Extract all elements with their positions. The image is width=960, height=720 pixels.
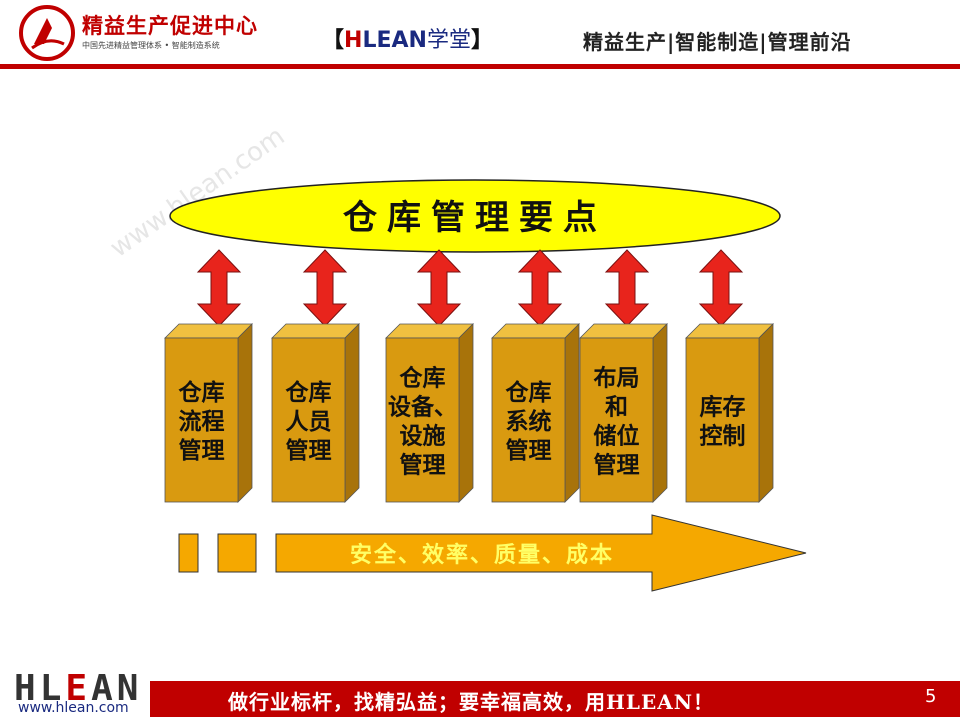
tag-lean: LEAN — [362, 28, 427, 53]
brand-logo-icon — [19, 5, 75, 61]
box-top-face — [579, 323, 668, 339]
box-label-line: 系统 — [506, 408, 552, 435]
box-side-face — [564, 323, 580, 503]
tag-close-bracket: 】 — [470, 28, 493, 53]
double-arrow-2 — [302, 249, 348, 327]
box-side-face — [344, 323, 360, 503]
box-label-line: 仓库 — [505, 379, 552, 406]
footer-bar — [150, 681, 960, 717]
footer-logo-h: H — [14, 668, 40, 709]
double-arrow-3 — [416, 249, 462, 327]
double-arrow-6 — [698, 249, 744, 327]
box-label-line: 人员 — [286, 408, 332, 435]
footer-logo: HLEAN — [14, 668, 142, 709]
brand-subtitle: 中国先进精益管理体系 • 智能制造系统 — [82, 41, 220, 50]
box-label-line: 管理 — [400, 452, 446, 479]
header-slogan: 精益生产|智能制造|管理前沿 — [583, 30, 852, 54]
footer-logo-e: E — [65, 668, 92, 709]
box-side-face — [237, 323, 253, 503]
box-top-face — [164, 323, 253, 339]
title-ellipse — [169, 179, 781, 253]
box-side-face — [758, 323, 774, 503]
footer-slogan: 做行业标杆，找精弘益；要幸福高效，用HLEAN！ — [228, 690, 715, 714]
double-arrow-5 — [604, 249, 650, 327]
box-label-line: 流程 — [179, 408, 225, 435]
box-top-face — [685, 323, 774, 339]
double-arrows — [196, 249, 744, 327]
tag-h: H — [344, 28, 363, 53]
tag-open-bracket: 【 — [322, 28, 345, 53]
box-front-face — [685, 337, 760, 503]
diagram-title: 仓库管理要点 — [343, 198, 607, 238]
double-arrow-1 — [196, 249, 242, 327]
box-label-line: 设施 — [400, 423, 446, 450]
goal-square-2 — [217, 533, 257, 573]
brand-title: 精益生产促进中心 — [82, 14, 258, 38]
box-label-line: 库存 — [700, 394, 746, 421]
box-top-face — [491, 323, 580, 339]
hlean-xuetang-tag: 【HLEAN学堂】 — [322, 22, 493, 54]
box-label-line: 管理 — [594, 452, 640, 479]
box-label-line: 管理 — [506, 437, 552, 464]
box-label-line: 仓库 — [178, 379, 225, 406]
box-label-line: 控制 — [700, 423, 746, 450]
box-top-face — [271, 323, 360, 339]
header-divider — [0, 64, 960, 69]
goal-square-1 — [178, 533, 199, 573]
tag-xuetang: 学堂 — [426, 28, 471, 53]
box-label-line: 设备、 — [388, 394, 457, 421]
box-label-line: 储位 — [594, 423, 640, 450]
goal-arrow — [275, 514, 807, 592]
footer-url[interactable]: www.hlean.com — [18, 700, 129, 716]
double-arrow-4 — [517, 249, 563, 327]
box-label-line: 布局 — [594, 365, 640, 392]
box-label-line: 仓库 — [285, 379, 332, 406]
footer-logo-an: AN — [91, 668, 143, 709]
page-number: 5 — [925, 686, 937, 707]
box-label-line: 管理 — [286, 437, 332, 464]
box-side-face — [652, 323, 668, 503]
box-label-line: 和 — [605, 394, 628, 421]
box-front-face — [271, 337, 346, 503]
box-label-line: 管理 — [179, 437, 225, 464]
box-front-face — [164, 337, 239, 503]
box-front-face — [579, 337, 654, 503]
box-front-face — [491, 337, 566, 503]
box-top-face — [385, 323, 474, 339]
box-front-face — [385, 337, 460, 503]
box-side-face — [458, 323, 474, 503]
footer-logo-l: L — [39, 668, 66, 709]
box-label-line: 仓库 — [399, 365, 446, 392]
goal-arrow-text: 安全、效率、质量、成本 — [350, 542, 614, 568]
